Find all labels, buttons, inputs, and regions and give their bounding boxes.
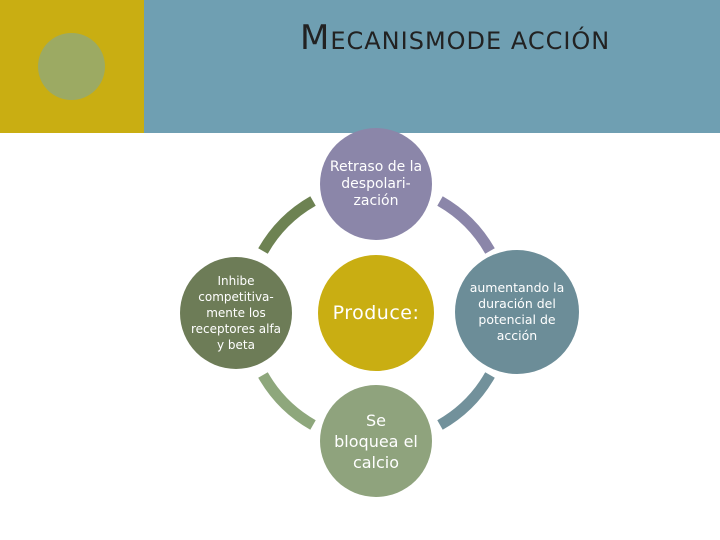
arc-top-left [258,196,316,254]
node-center: Produce: [318,255,434,371]
title-dot-circle [38,33,105,100]
node-bottom: Se bloquea el calcio [320,385,432,497]
header-band [144,0,720,133]
node-left-label: Inhibe competitiva-mente los receptores … [190,274,282,352]
node-top: Retraso de la despolari-zación [320,128,432,240]
title-part1: ECANISMO [330,27,467,55]
node-top-label: Retraso de la despolari-zación [329,158,423,209]
left-accent-block [0,0,144,133]
node-right: aumentando la duración del potencial de … [455,250,579,374]
node-right-label: aumentando la duración del potencial de … [469,280,565,343]
slide-title: MECANISMODE ACCIÓN [300,18,710,58]
title-initial: M [300,18,331,58]
node-bottom-label: Se bloquea el calcio [334,410,418,472]
title-part2: DE ACCIÓN [466,27,611,55]
node-center-label: Produce: [332,302,420,324]
arc-top-right [437,196,495,254]
arc-bottom-right [437,372,495,430]
node-left: Inhibe competitiva-mente los receptores … [180,257,292,369]
arc-bottom-left [258,372,316,430]
